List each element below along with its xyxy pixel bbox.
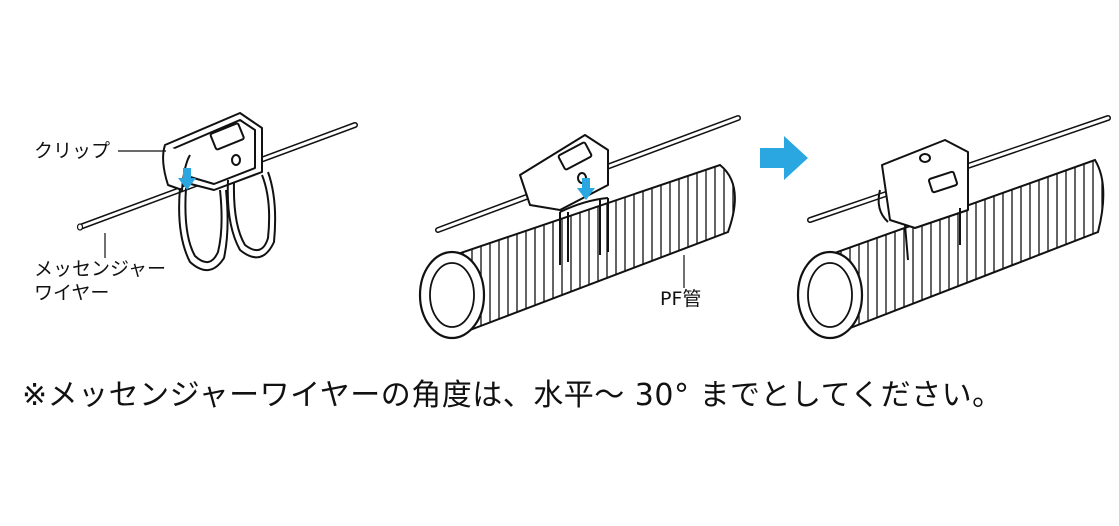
pf-pipe-2 [418, 163, 736, 340]
panel-1-clip-on-wire [76, 112, 358, 271]
messenger-wire-label-line1: メッセンジャー [34, 258, 167, 280]
next-step-arrow-icon [760, 136, 808, 180]
insert-arrow-icon-2 [577, 178, 595, 200]
panel-3-clip-installed [796, 115, 1111, 340]
panel-2-clip-on-pipe [418, 115, 741, 340]
clip-label: クリップ [34, 140, 111, 162]
insert-arrow-icon [178, 168, 196, 190]
messenger-wire-label-line2: ワイヤー [34, 282, 110, 304]
pf-pipe-label: PF管 [660, 288, 702, 310]
angle-note: ※メッセンジャーワイヤーの角度は、水平～ 30° までとしてください。 [22, 378, 1003, 413]
clip-part [162, 112, 277, 271]
clip-part-3 [877, 139, 969, 261]
